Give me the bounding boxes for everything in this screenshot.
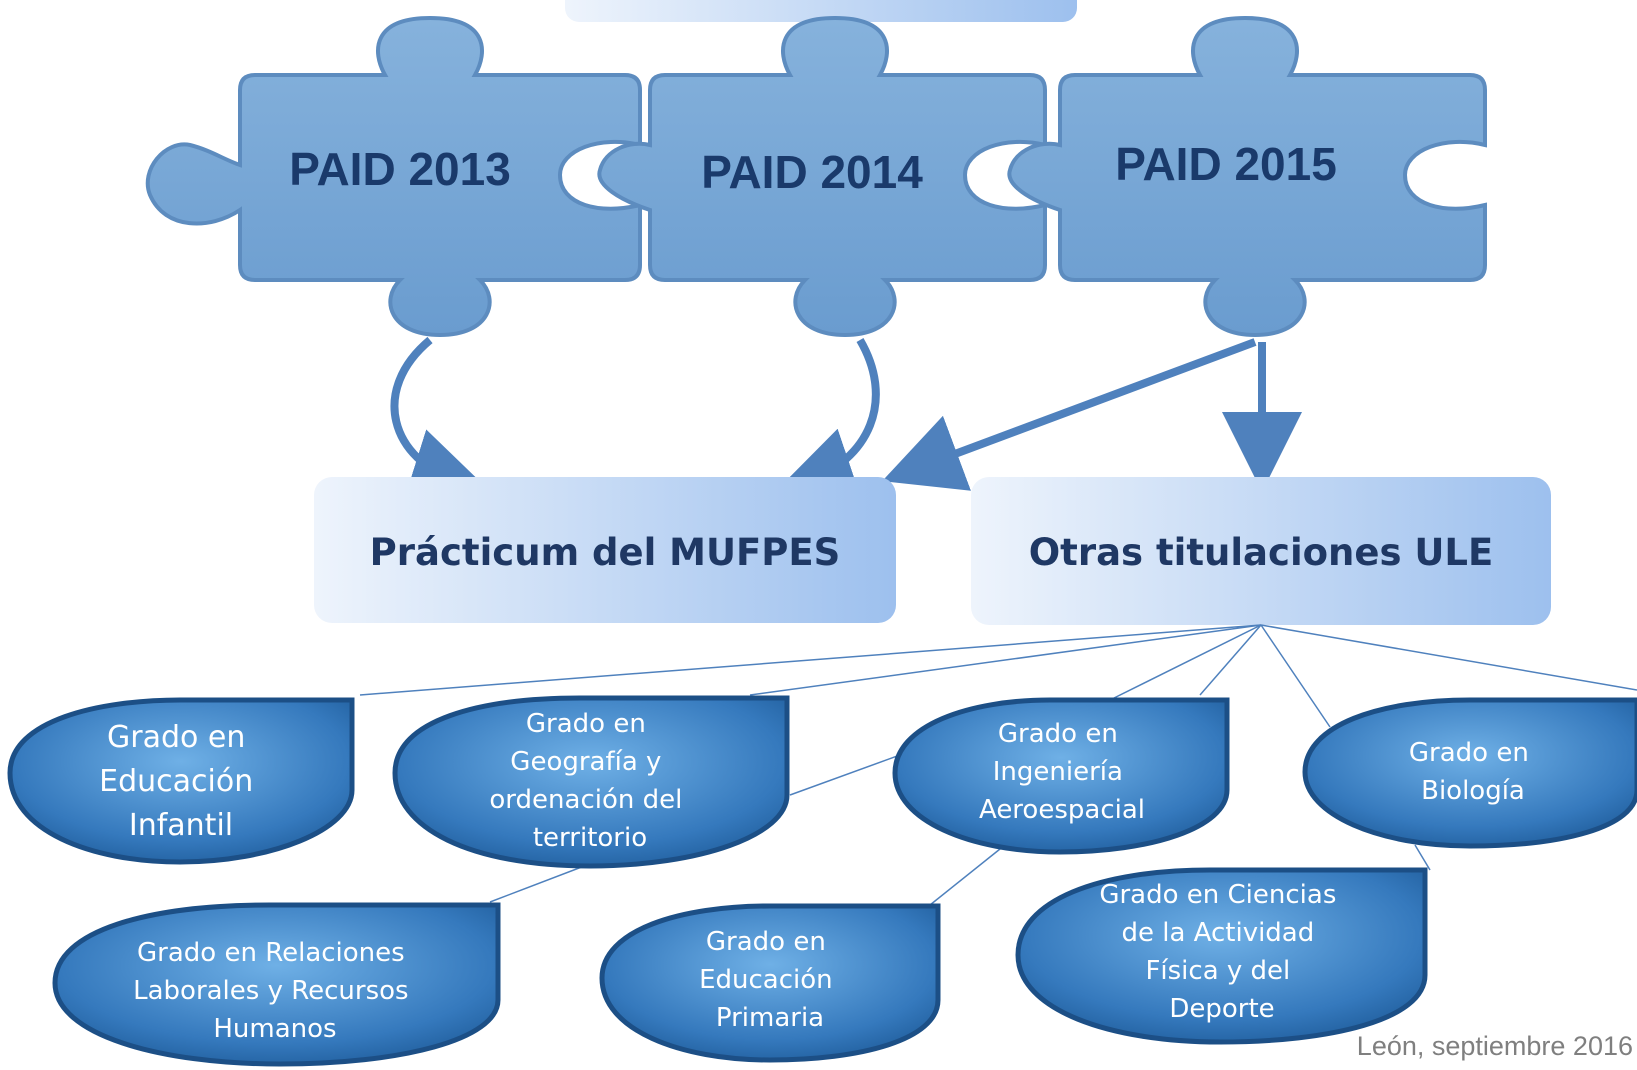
degree-leaf-biologia: Grado en Biología	[1302, 697, 1637, 849]
footer-date: León, septiembre 2016	[1356, 1031, 1633, 1061]
degree-line: Educación	[99, 764, 253, 799]
degree-line: Grado en	[107, 720, 245, 755]
degree-line: Grado en	[1409, 738, 1529, 768]
piece-label-2015: PAID 2015	[1115, 138, 1337, 190]
curved-arrow-2014	[774, 337, 880, 505]
degree-leaf-geografia: Grado en Geografía y ordenación del terr…	[392, 695, 790, 869]
degree-line: ordenación del	[489, 785, 682, 815]
degree-line: Física y del	[1145, 956, 1290, 986]
puzzle-piece-2014	[597, 15, 1047, 338]
svg-text:Grado en Geografía y: Grado en Geografía y ordenación del terr…	[489, 709, 690, 853]
puzzle-piece-2013	[145, 15, 642, 338]
degree-line: Humanos	[213, 1014, 336, 1044]
svg-text:Grado en Educación: Grado en Educación Infantil	[99, 720, 263, 843]
practicum-label: Prácticum del MUFPES	[370, 531, 841, 574]
degree-line: Aeroespacial	[979, 795, 1145, 825]
puzzle-piece-2015	[1007, 15, 1487, 338]
degree-line: Biología	[1421, 776, 1525, 806]
degree-line: Ingeniería	[993, 757, 1123, 787]
connector-lines	[359, 624, 1637, 906]
degree-leaf-relaciones-laborales: Grado en Relaciones Laborales y Recursos…	[52, 902, 501, 1067]
degree-line: Grado en Ciencias	[1099, 880, 1336, 910]
piece-label-2014: PAID 2014	[701, 146, 923, 198]
svg-text:Grado en Ciencias de la: Grado en Ciencias de la Actividad Física…	[1099, 880, 1344, 1024]
piece-label-2013: PAID 2013	[289, 143, 511, 195]
degree-line: Infantil	[129, 808, 233, 843]
degree-line: Grado en	[526, 709, 646, 739]
degree-line: territorio	[533, 823, 647, 853]
arrow-2015-to-practicum	[882, 338, 1257, 491]
degree-line: Deporte	[1169, 994, 1274, 1024]
otras-label: Otras titulaciones ULE	[1029, 531, 1494, 574]
degree-line: Grado en Relaciones	[137, 938, 405, 968]
degree-leaf-aeroespacial: Grado en Ingeniería Aeroespacial	[892, 697, 1230, 855]
practicum-box	[314, 477, 896, 623]
degree-line: Grado en	[706, 927, 826, 957]
degree-leaf-infantil: Grado en Educación Infantil	[7, 697, 355, 865]
otras-box	[971, 477, 1551, 625]
degree-line: Laborales y Recursos	[133, 976, 409, 1006]
degree-line: Educación	[699, 965, 833, 995]
svg-text:Grado en Biología: Grado en Biología	[1409, 738, 1537, 806]
degree-line: Grado en	[998, 719, 1118, 749]
svg-text:Grado en Educación: Grado en Educación Primaria	[699, 927, 841, 1033]
top-box-fragment	[565, 0, 1077, 22]
degree-leaf-primaria: Grado en Educación Primaria	[599, 903, 941, 1063]
svg-text:Grado en Relaciones Labo: Grado en Relaciones Laborales y Recursos…	[133, 938, 417, 1044]
degree-line: Primaria	[716, 1003, 824, 1033]
degree-line: Geografía y	[510, 747, 661, 777]
svg-text:Grado en Ingeniería: Grado en Ingeniería Aeroespacial	[979, 719, 1145, 825]
degree-leaf-actividad-fisica: Grado en Ciencias de la Actividad Física…	[1015, 867, 1428, 1045]
curved-arrow-2013	[390, 336, 491, 506]
degree-line: de la Actividad	[1121, 918, 1314, 948]
